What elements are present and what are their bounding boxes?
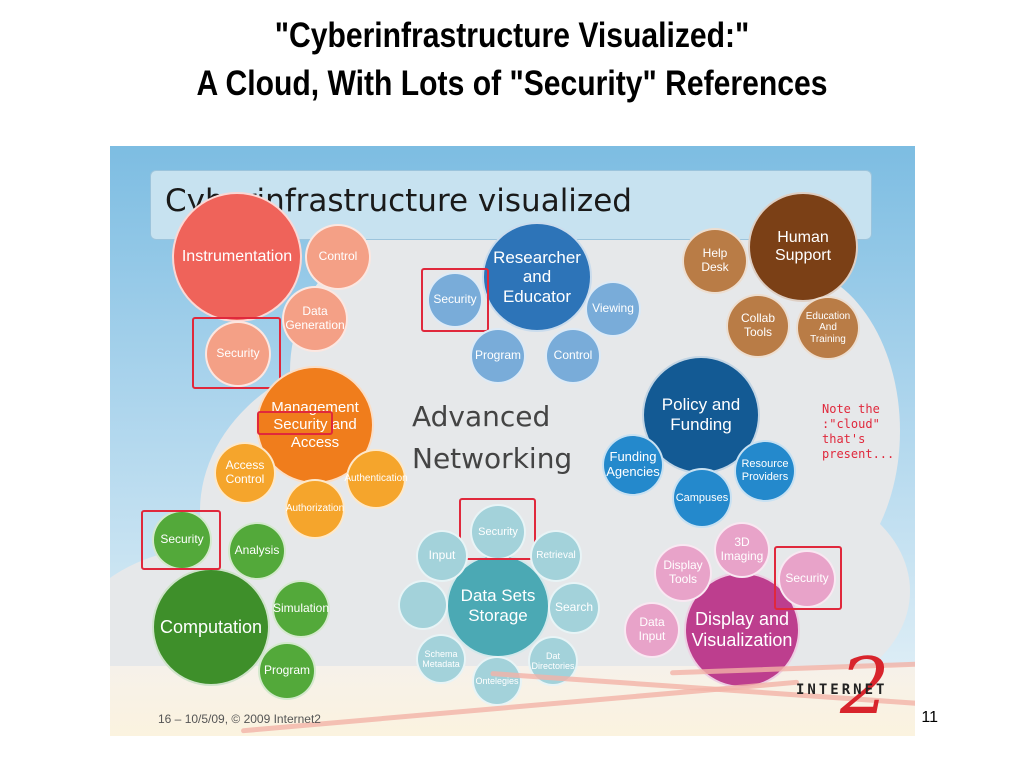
- slide-title-line-1: "Cyberinfrastructure Visualized:": [274, 16, 750, 55]
- bubble-retrieval: Retrieval: [530, 530, 582, 582]
- bubble-education-training: Education And Training: [796, 296, 860, 360]
- bubble-computation: Computation: [152, 568, 270, 686]
- bubble-display-tools: Display Tools: [654, 544, 712, 602]
- internet2-logo-text: INTERNET: [796, 682, 888, 698]
- security-highlight-box: [141, 510, 221, 570]
- center-label-line-2: Networking: [412, 442, 573, 475]
- bubble-collab-tools: Collab Tools: [726, 294, 790, 358]
- slide-title: "Cyberinfrastructure Visualized:" A Clou…: [72, 12, 953, 108]
- bubble-researcher-educator: Researcher and Educator: [482, 222, 592, 332]
- security-highlight-box: [421, 268, 489, 332]
- bubble-analysis: Analysis: [228, 522, 286, 580]
- security-highlight-box: [192, 317, 281, 389]
- bubble-authorization: Authorization: [285, 479, 345, 539]
- bubble-data-security: Security: [470, 504, 526, 560]
- security-highlight-box: [774, 546, 842, 610]
- bubble-simulation: Simulation: [272, 580, 330, 638]
- bubble-data-sets-storage: Data Sets Storage: [446, 554, 550, 658]
- security-highlight-box: [459, 498, 536, 560]
- figure-footer: 16 – 10/5/09, © 2009 Internet2: [158, 712, 321, 726]
- bubble-researcher-viewing: Viewing: [585, 281, 641, 337]
- bubble-search: Search: [548, 582, 600, 634]
- bubble-help-desk: Help Desk: [682, 228, 748, 294]
- bubble-funding-agencies: Funding Agencies: [602, 434, 664, 496]
- security-highlight-box: [257, 411, 333, 435]
- center-label-line-1: Advanced: [412, 400, 551, 433]
- bubble-display-security: Security: [778, 550, 836, 608]
- bubble-data-input: Input: [416, 530, 468, 582]
- bubble-ontelegies: Ontelegies: [472, 656, 522, 706]
- bubble-resource-providers: Resource Providers: [734, 440, 796, 502]
- bubble-researcher-program: Program: [470, 328, 526, 384]
- bubble-human-support: Human Support: [748, 192, 858, 302]
- bubble-unlabeled: [398, 580, 448, 630]
- bubble-computation-security: Security: [152, 510, 212, 570]
- bubble-instrumentation-security: Security: [205, 321, 271, 387]
- bubble-computation-program: Program: [258, 642, 316, 700]
- bubble-3d-imaging: 3D Imaging: [714, 522, 770, 578]
- bubble-management-security-access: Management Security and Access: [256, 366, 374, 484]
- bubble-data-generation: Data Generation: [282, 286, 348, 352]
- page-number: 11: [921, 709, 938, 726]
- bubble-authentication: Authentication: [344, 449, 408, 509]
- internet2-logo-numeral: 2: [840, 642, 890, 732]
- slide-title-line-2: A Cloud, With Lots of "Security" Referen…: [196, 64, 828, 103]
- bubble-campuses: Campuses: [672, 468, 732, 528]
- cyberinfrastructure-diagram: Cyberinfrastructure visualized Instrumen…: [110, 146, 915, 736]
- center-label-advanced-networking: Advanced Networking: [412, 396, 572, 480]
- bubble-schema-metadata: Schema Metadata: [416, 634, 466, 684]
- bubble-instrumentation: Instrumentation: [172, 192, 302, 322]
- bubble-researcher-control: Control: [545, 328, 601, 384]
- bubble-instrumentation-control: Control: [305, 224, 371, 290]
- bubble-access-control: Access Control: [214, 442, 276, 504]
- cloud-note: Note the :"cloud" that's present...: [822, 402, 895, 461]
- bubble-display-data-input: Data Input: [624, 602, 680, 658]
- bubble-researcher-security: Security: [427, 272, 483, 328]
